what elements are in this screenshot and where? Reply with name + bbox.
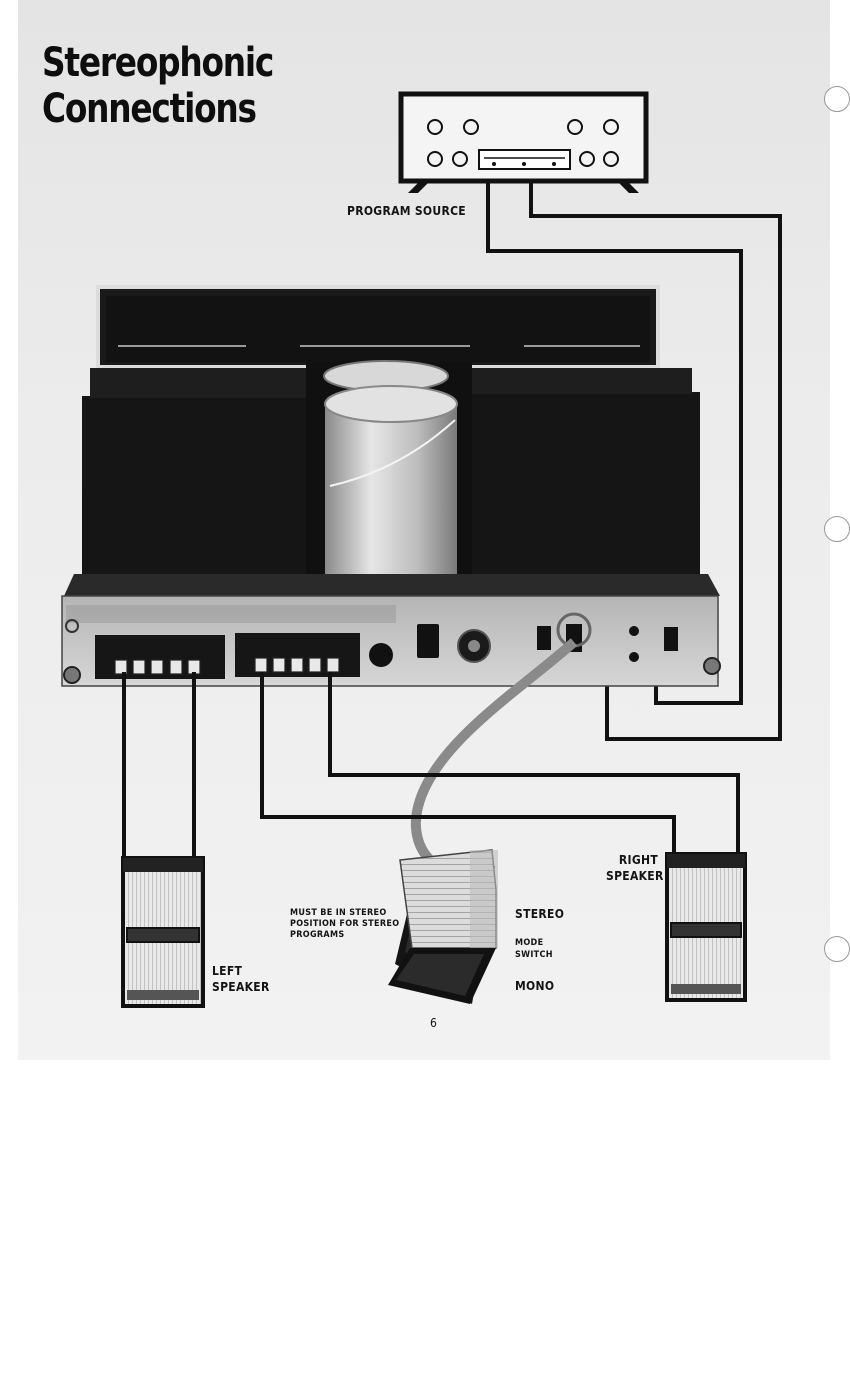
toggle-switch-icon <box>537 626 551 650</box>
stereo-label: STEREO <box>515 907 565 921</box>
title-line-2: Connections <box>42 86 257 132</box>
program-source-label: PROGRAM SOURCE <box>347 204 466 218</box>
speaker-cables <box>122 672 740 858</box>
binder-hole-mark <box>824 86 850 112</box>
knob-icon <box>567 119 583 135</box>
tuning-dial-icon <box>478 149 571 170</box>
left-speaker-label: LEFT SPEAKER <box>212 964 270 994</box>
stereo-position-note: MUST BE IN STEREO POSITION FOR STEREO PR… <box>290 908 400 940</box>
page-number: 6 <box>430 1016 438 1030</box>
knob-icon <box>603 151 619 167</box>
knob-icon <box>427 151 443 167</box>
program-source-unit <box>398 91 649 193</box>
knob-icon <box>427 119 443 135</box>
knob-icon <box>579 151 595 167</box>
toggle-switch-icon <box>664 627 678 651</box>
input-jack-icon <box>629 626 639 636</box>
input-jack-icon <box>629 652 639 662</box>
title-line-1: Stereophonic <box>42 40 274 86</box>
knob-icon <box>463 119 479 135</box>
left-speaker <box>121 856 205 1008</box>
right-speaker-label: RIGHT SPEAKER <box>606 853 664 883</box>
right-speaker <box>665 852 747 1002</box>
page-title: Stereophonic Connections <box>42 40 274 132</box>
power-amplifier <box>61 285 721 687</box>
mode-switch-label: MODE SWITCH <box>515 938 553 960</box>
mode-switch-box <box>388 849 498 1004</box>
power-cord-icon <box>369 643 393 667</box>
connection-diagram <box>61 91 782 1008</box>
binder-hole-mark <box>824 516 850 542</box>
binder-hole-mark <box>824 936 850 962</box>
mode-switch-cable <box>410 638 578 864</box>
mono-label: MONO <box>515 979 555 993</box>
power-switch-icon <box>417 624 439 658</box>
knob-icon <box>452 151 468 167</box>
knob-icon <box>603 119 619 135</box>
